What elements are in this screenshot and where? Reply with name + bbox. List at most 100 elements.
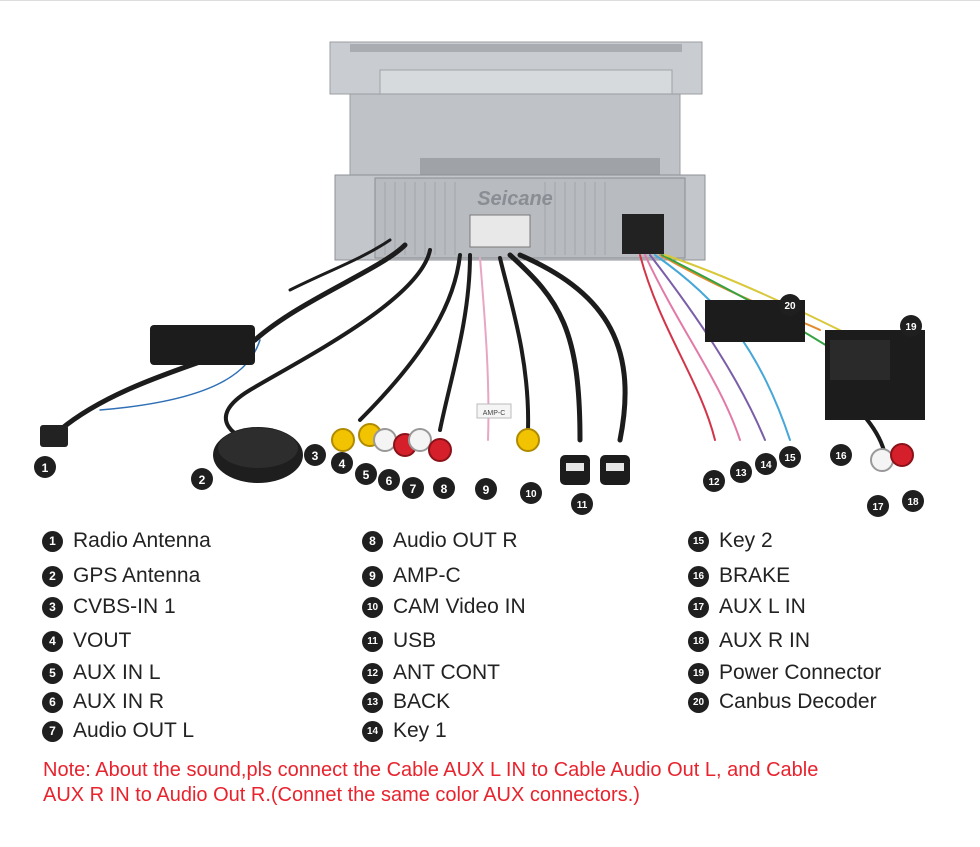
legend-item: 13 BACK: [362, 689, 450, 715]
legend-number: 15: [688, 530, 709, 552]
svg-text:12: 12: [708, 477, 720, 488]
callout-6: 6: [378, 469, 400, 491]
legend-item: 15 Key 2: [688, 528, 773, 554]
amp-cable-tag: AMP-C: [476, 403, 512, 419]
callout-19: 19: [900, 315, 922, 337]
legend-item: 17 AUX L IN: [688, 594, 806, 620]
legend-label: CVBS-IN 1: [73, 595, 176, 618]
legend-item: 5 AUX IN L: [42, 660, 161, 686]
legend-number: 10: [362, 596, 383, 618]
svg-text:6: 6: [386, 474, 393, 488]
legend-label: CAM Video IN: [393, 595, 526, 618]
brand-logo: Seicane: [477, 188, 553, 210]
legend-number: 14: [362, 720, 383, 742]
callout-8: 8: [433, 477, 455, 499]
legend-number: 3: [42, 596, 63, 618]
svg-text:17: 17: [872, 502, 884, 513]
callout-3: 3: [304, 444, 326, 466]
callout-5: 5: [355, 463, 377, 485]
legend-item: 10 CAM Video IN: [362, 594, 526, 620]
note-line-1: Note: About the sound,pls connect the Ca…: [43, 759, 819, 781]
svg-text:9: 9: [483, 483, 490, 497]
callout-16: 16: [830, 444, 852, 466]
gps-antenna-puck: [213, 427, 303, 483]
legend-label: AUX R IN: [719, 629, 811, 652]
callout-15: 15: [779, 446, 801, 468]
svg-text:15: 15: [784, 453, 796, 464]
legend-item: 3 CVBS-IN 1: [42, 594, 176, 620]
legend-number: 5: [42, 662, 63, 684]
legend-number: 6: [42, 691, 63, 713]
callout-18: 18: [902, 490, 924, 512]
svg-text:2: 2: [199, 473, 206, 487]
legend-label: BACK: [393, 690, 451, 713]
svg-text:4: 4: [339, 457, 346, 471]
legend-item: 7 Audio OUT L: [42, 718, 194, 744]
legend-item: 18 AUX R IN: [688, 628, 810, 654]
svg-text:5: 5: [363, 468, 370, 482]
legend-label: USB: [393, 629, 437, 652]
svg-text:13: 13: [735, 468, 747, 479]
legend-number: 8: [362, 530, 383, 552]
callout-20: 20: [779, 294, 801, 316]
svg-text:11: 11: [577, 500, 588, 511]
legend-number: 17: [688, 596, 709, 618]
usb-connectors: [560, 455, 630, 485]
legend-item: 2 GPS Antenna: [42, 563, 200, 589]
legend-number: 7: [42, 720, 63, 742]
legend-label: GPS Antenna: [73, 564, 201, 587]
legend-number: 19: [688, 662, 709, 684]
svg-text:8: 8: [441, 482, 448, 496]
callout-11: 11: [571, 493, 593, 515]
legend-label: AUX L IN: [719, 595, 806, 618]
legend-item: 16 BRAKE: [688, 563, 790, 589]
svg-text:14: 14: [760, 460, 772, 471]
legend-number: 20: [688, 691, 709, 713]
callout-7: 7: [402, 477, 424, 499]
legend-number: 13: [362, 691, 383, 713]
wiring-illustration: Seicane: [34, 41, 925, 517]
callout-12: 12: [703, 470, 725, 492]
legend: 1 Radio Antenna 2 GPS Antenna 3 CVBS-IN 1 4…: [0, 528, 980, 748]
legend-number: 2: [42, 565, 63, 587]
callout-13: 13: [730, 461, 752, 483]
callout-4: 4: [331, 452, 353, 474]
callout-14: 14: [755, 453, 777, 475]
svg-text:16: 16: [835, 451, 847, 462]
radio-antenna-box: [40, 325, 255, 447]
legend-label: Radio Antenna: [73, 529, 211, 552]
legend-label: AUX IN L: [73, 661, 161, 684]
legend-label: BRAKE: [719, 564, 791, 587]
note-line-2: AUX R IN to Audio Out R.(Connet the same…: [43, 784, 640, 806]
svg-text:20: 20: [784, 301, 796, 312]
legend-number: 1: [42, 530, 63, 552]
callout-1: 1: [34, 456, 56, 478]
svg-text:1: 1: [42, 461, 49, 475]
svg-text:18: 18: [907, 497, 919, 508]
legend-label: Key 2: [719, 529, 773, 552]
legend-label: VOUT: [73, 629, 132, 652]
svg-text:7: 7: [410, 482, 417, 496]
legend-label: AMP-C: [393, 564, 461, 587]
svg-text:3: 3: [312, 449, 319, 463]
legend-number: 18: [688, 630, 709, 652]
legend-number: 9: [362, 565, 383, 587]
legend-label: Audio OUT R: [393, 529, 518, 552]
callout-10: 10: [520, 482, 542, 504]
callouts: 1 2 3 4 5 6 7 8 9 10 11 12 13 14 15 16 1…: [34, 294, 924, 517]
legend-item: 1 Radio Antenna: [42, 528, 211, 554]
top-border-line: [0, 0, 980, 1]
legend-number: 16: [688, 565, 709, 587]
legend-label: Audio OUT L: [73, 719, 195, 742]
callout-2: 2: [191, 468, 213, 490]
power-connector-block: [825, 330, 925, 420]
sound-connection-note: Note: About the sound,pls connect the Ca…: [43, 758, 963, 808]
